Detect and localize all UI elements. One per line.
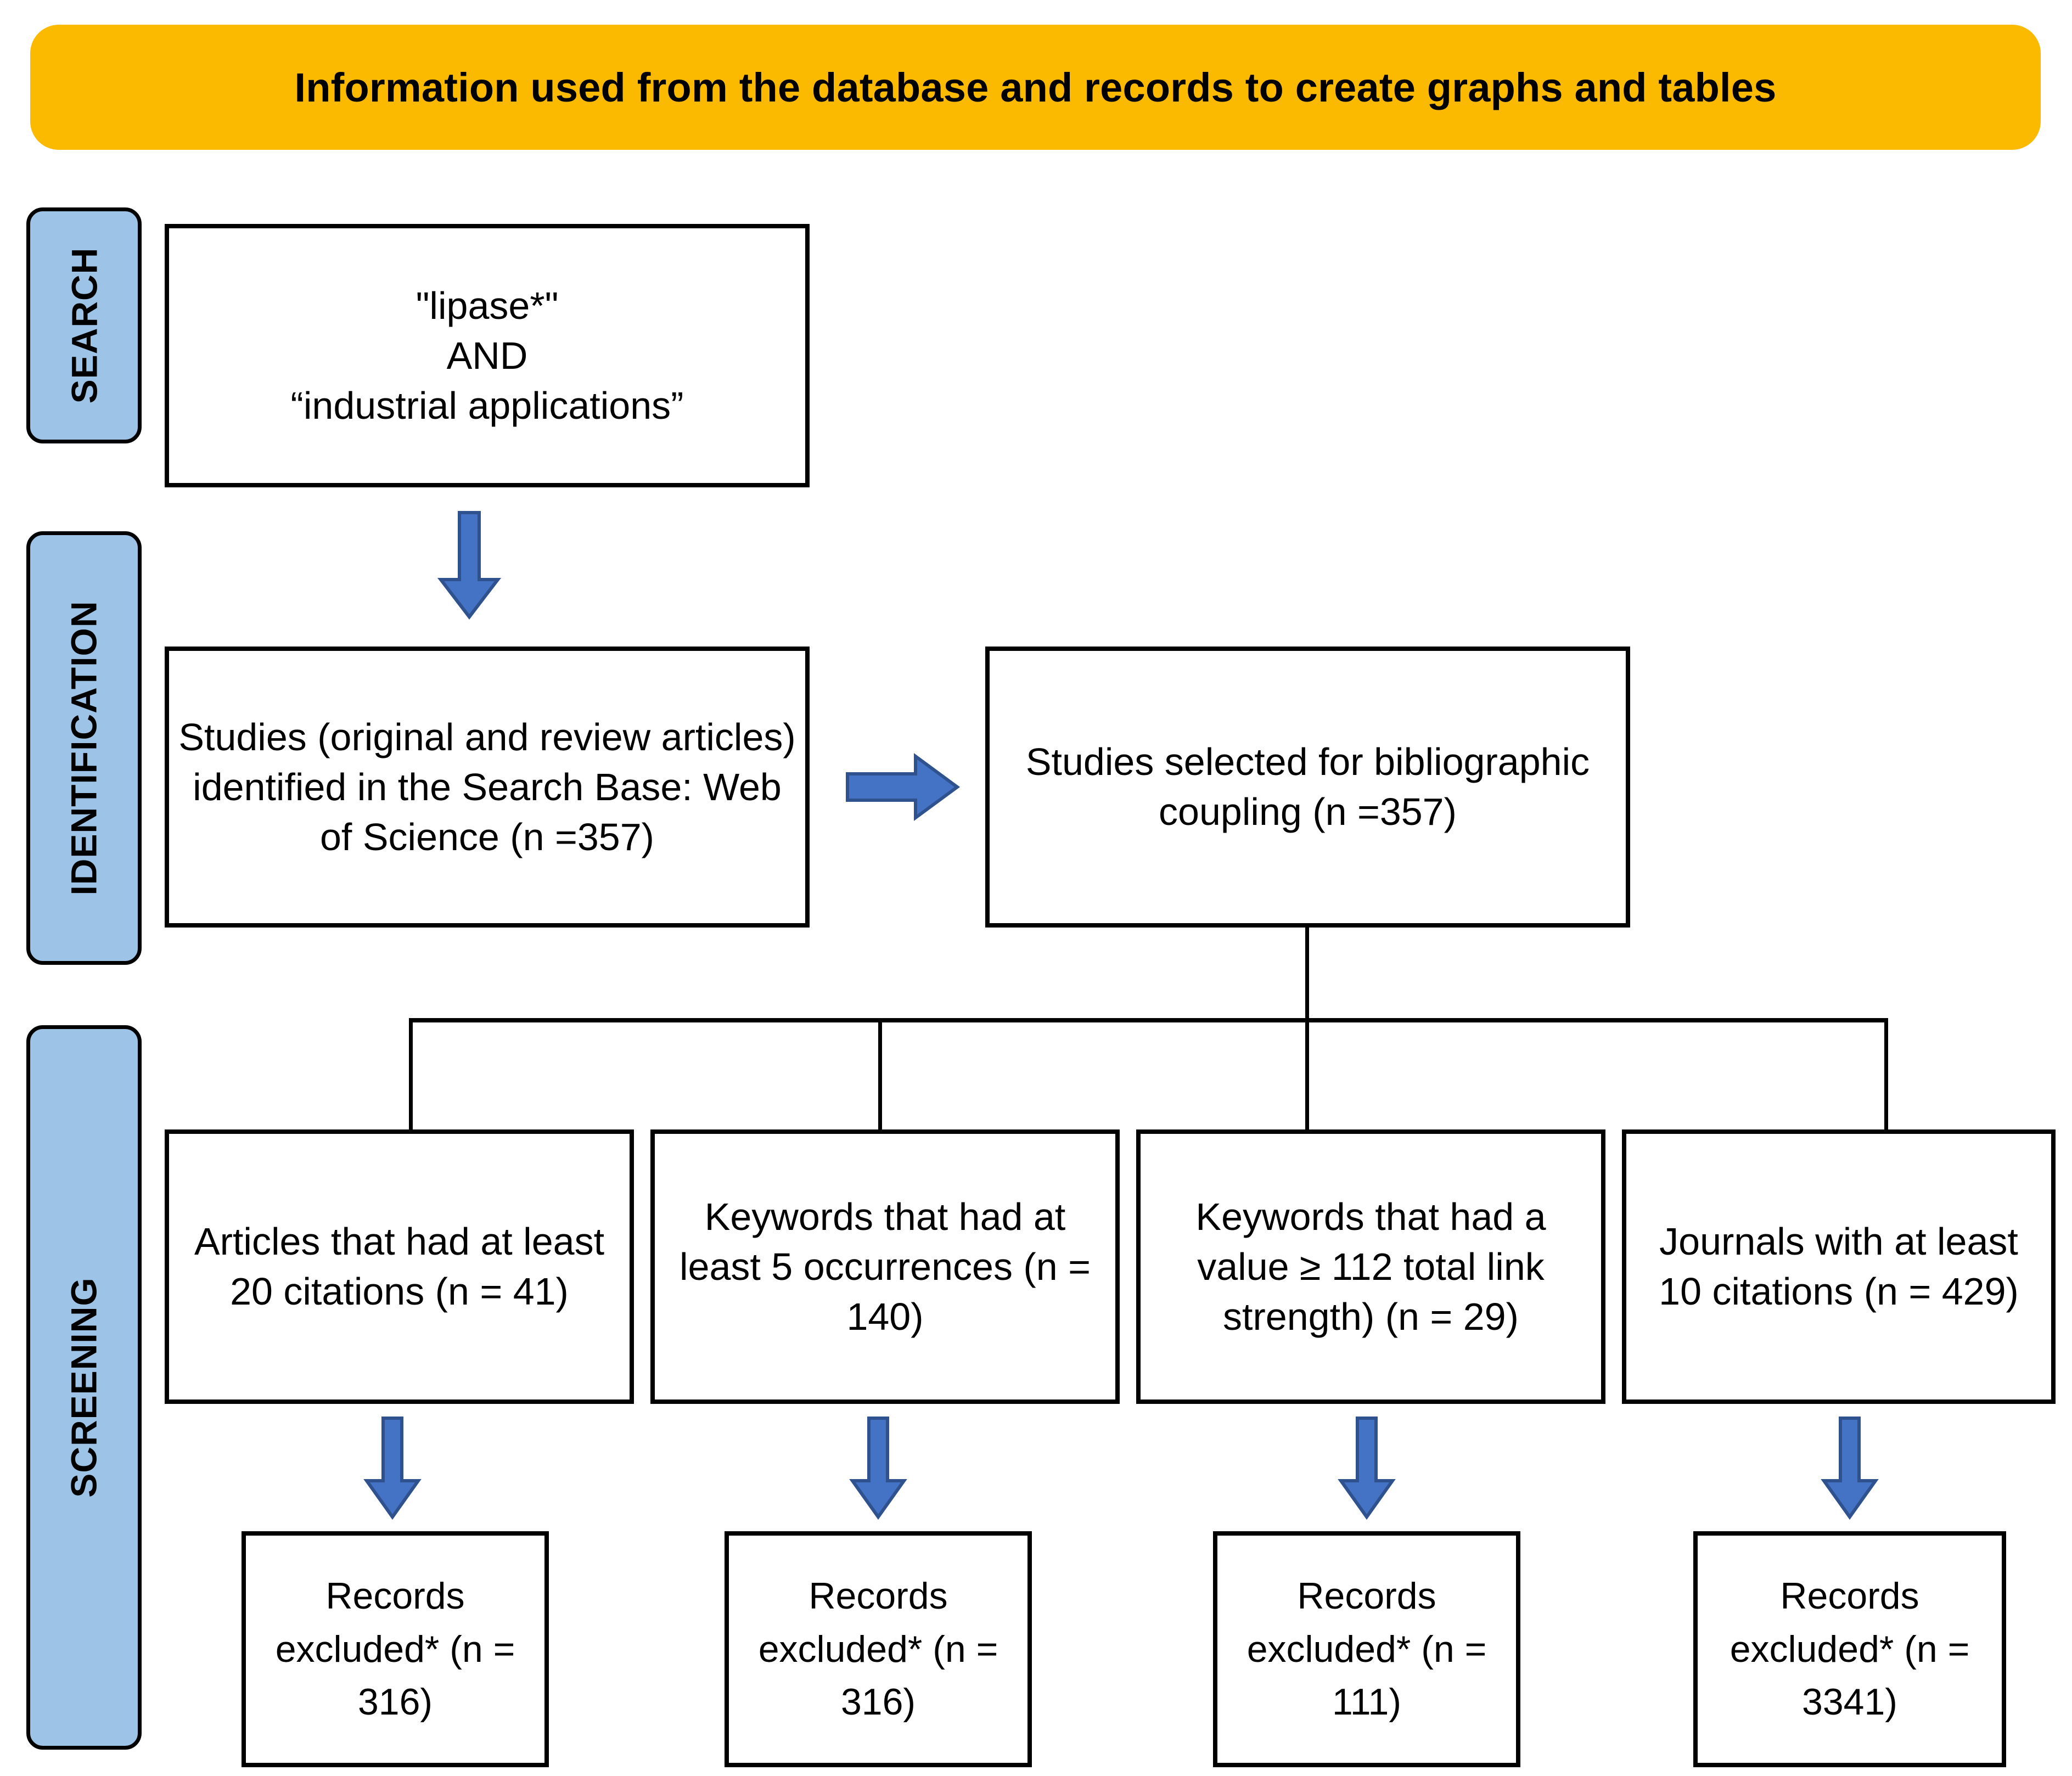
connector-coupling-stem <box>1305 928 1309 1021</box>
stage-pill-search: SEARCH <box>26 207 142 443</box>
screening-box-journals-text: Journals with at least 10 citations (n =… <box>1659 1220 2019 1313</box>
search-query-text: "lipase*" AND “industrial applications” <box>290 284 684 427</box>
arrow-query-to-identified <box>436 510 502 620</box>
connector-drop-s3 <box>1305 1018 1309 1131</box>
excluded-box-2-text: Records excluded* (n = 316) <box>758 1575 998 1723</box>
bibliographic-coupling-text: Studies selected for bibliographic coupl… <box>1025 740 1590 833</box>
bibliographic-coupling-box: Studies selected for bibliographic coupl… <box>985 647 1630 928</box>
arrow-s2-to-e2 <box>848 1416 908 1520</box>
arrow-s1-to-e1 <box>362 1416 423 1520</box>
header-banner: Information used from the database and r… <box>30 25 2041 150</box>
stage-pill-search-label: SEARCH <box>64 247 105 404</box>
excluded-box-3-text: Records excluded* (n = 111) <box>1246 1575 1487 1723</box>
arrow-identified-to-coupling <box>845 752 961 823</box>
screening-box-articles-text: Articles that had at least 20 citations … <box>194 1220 605 1313</box>
screening-box-articles: Articles that had at least 20 citations … <box>165 1129 634 1404</box>
stage-pill-identification-label: IDENTIFICATION <box>64 600 105 896</box>
screening-box-journals: Journals with at least 10 citations (n =… <box>1622 1129 2056 1404</box>
screening-box-keywords-link-strength: Keywords that had a value ≥ 112 total li… <box>1136 1129 1605 1404</box>
stage-pill-screening: SCREENING <box>26 1025 142 1750</box>
excluded-box-4: Records excluded* (n = 3341) <box>1693 1531 2006 1767</box>
arrow-s4-to-e4 <box>1820 1416 1880 1520</box>
stage-pill-screening-label: SCREENING <box>64 1277 105 1498</box>
excluded-box-2: Records excluded* (n = 316) <box>725 1531 1032 1767</box>
excluded-box-4-text: Records excluded* (n = 3341) <box>1730 1575 1970 1723</box>
connector-drop-s1 <box>409 1018 413 1131</box>
screening-box-keywords-link-strength-text: Keywords that had a value ≥ 112 total li… <box>1195 1195 1546 1338</box>
connector-drop-s2 <box>878 1018 882 1131</box>
excluded-box-1-text: Records excluded* (n = 316) <box>275 1575 515 1723</box>
excluded-box-3: Records excluded* (n = 111) <box>1213 1531 1520 1767</box>
screening-box-keywords-occurrences-text: Keywords that had at least 5 occurrences… <box>680 1195 1091 1338</box>
identified-studies-text: Studies (original and review articles) i… <box>178 715 796 858</box>
identified-studies-box: Studies (original and review articles) i… <box>165 647 810 928</box>
connector-drop-s4 <box>1884 1018 1888 1131</box>
banner-title: Information used from the database and r… <box>294 64 1777 110</box>
search-query-box: "lipase*" AND “industrial applications” <box>165 224 810 487</box>
screening-box-keywords-occurrences: Keywords that had at least 5 occurrences… <box>650 1129 1120 1404</box>
connector-horizontal-bus <box>409 1018 1888 1022</box>
arrow-s3-to-e3 <box>1337 1416 1397 1520</box>
excluded-box-1: Records excluded* (n = 316) <box>242 1531 549 1767</box>
stage-pill-identification: IDENTIFICATION <box>26 531 142 965</box>
